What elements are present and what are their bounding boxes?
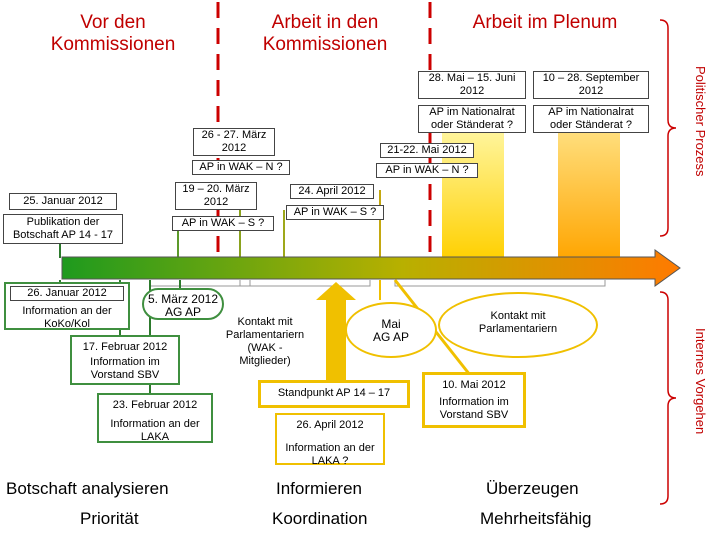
standpunkt-arrow — [316, 282, 356, 380]
event-kontakt-parlament: Kontakt mit Parlamentariern — [438, 292, 598, 358]
event-apr26-text: Information an der LAKA ? — [285, 442, 375, 467]
event-apr26-date: 26. April 2012 — [296, 419, 364, 431]
side-label-politischer-prozess: Politischer Prozess — [693, 66, 708, 177]
event-apr24-date: 24. April 2012 — [290, 184, 374, 199]
event-jan26-text: Information an der KoKo/Kol — [22, 305, 112, 330]
timeline-arrow — [61, 249, 681, 287]
event-jan26-date: 26. Januar 2012 — [10, 286, 124, 301]
event-may10: 10. Mai 2012 Information im Vorstand SBV — [422, 372, 526, 428]
event-jan25-text: Publikation der Botschaft AP 14 - 17 — [3, 214, 123, 244]
event-apr24-text: AP in WAK – S ? — [286, 205, 384, 220]
event-feb17: 17. Februar 2012 Information im Vorstand… — [70, 335, 180, 385]
event-jan25: 25. Januar 2012 Publikation der Botschaf… — [3, 193, 123, 244]
event-feb17-date: 17. Februar 2012 — [82, 341, 168, 353]
event-feb23-text: Information an der LAKA — [110, 418, 200, 443]
event-feb23: 23. Februar 2012 Information an der LAKA — [97, 393, 213, 443]
header-arbeit-plenum: Arbeit im Plenum — [472, 12, 618, 33]
event-feb17-text: Information im Vorstand SBV — [90, 356, 160, 381]
event-may10-text: Information im Vorstand SBV — [439, 396, 509, 421]
event-may2122-date: 21-22. Mai 2012 — [380, 143, 474, 158]
event-may28-text: AP im Nationalrat oder Ständerat ? — [418, 105, 526, 133]
event-jan26: 26. Januar 2012 Information an der KoKo/… — [4, 282, 130, 330]
brace-top — [659, 19, 677, 237]
bottom-row1-col1: Botschaft analysieren — [6, 479, 169, 498]
event-sep10-date: 10 – 28. September 2012 — [533, 71, 649, 99]
brace-bottom — [659, 291, 677, 505]
event-may10-date: 10. Mai 2012 — [442, 379, 506, 391]
event-mar2627-text: AP in WAK – N ? — [192, 160, 290, 175]
event-standpunkt: Standpunkt AP 14 – 17 — [258, 380, 410, 408]
bottom-row2-col1: Priorität — [80, 509, 139, 528]
event-mar1920-date: 19 – 20. März 2012 — [175, 182, 257, 210]
header-vor-kommissionen: Vor den Kommissionen — [50, 12, 176, 55]
plenum-column-2 — [558, 128, 620, 260]
event-mar2627-date: 26 - 27. März 2012 — [193, 128, 275, 156]
event-sep10-text: AP im Nationalrat oder Ständerat ? — [533, 105, 649, 133]
event-may2122-text: AP in WAK – N ? — [376, 163, 478, 178]
bottom-row2-col2: Koordination — [272, 509, 368, 528]
header-arbeit-kommissionen: Arbeit in den Kommissionen — [262, 12, 388, 55]
event-mai-ag: Mai AG AP — [345, 302, 437, 358]
event-jan25-date: 25. Januar 2012 — [9, 193, 117, 210]
event-may28-date: 28. Mai – 15. Juni 2012 — [418, 71, 526, 99]
bottom-row1-col3: Überzeugen — [486, 479, 579, 498]
event-feb23-date: 23. Februar 2012 — [112, 399, 198, 411]
event-mar1920-text: AP in WAK – S ? — [172, 216, 274, 231]
event-kontakt-wak: Kontakt mit Parlamentariern (WAK - Mitgl… — [225, 316, 305, 367]
bottom-row2-col3: Mehrheitsfähig — [480, 509, 592, 528]
bottom-row1-col2: Informieren — [276, 479, 362, 498]
event-mar5: 5. März 2012 AG AP — [142, 288, 224, 320]
side-label-internes-vorgehen: Internes Vorgehen — [693, 328, 708, 435]
event-apr26: 26. April 2012 Information an der LAKA ? — [275, 413, 385, 467]
